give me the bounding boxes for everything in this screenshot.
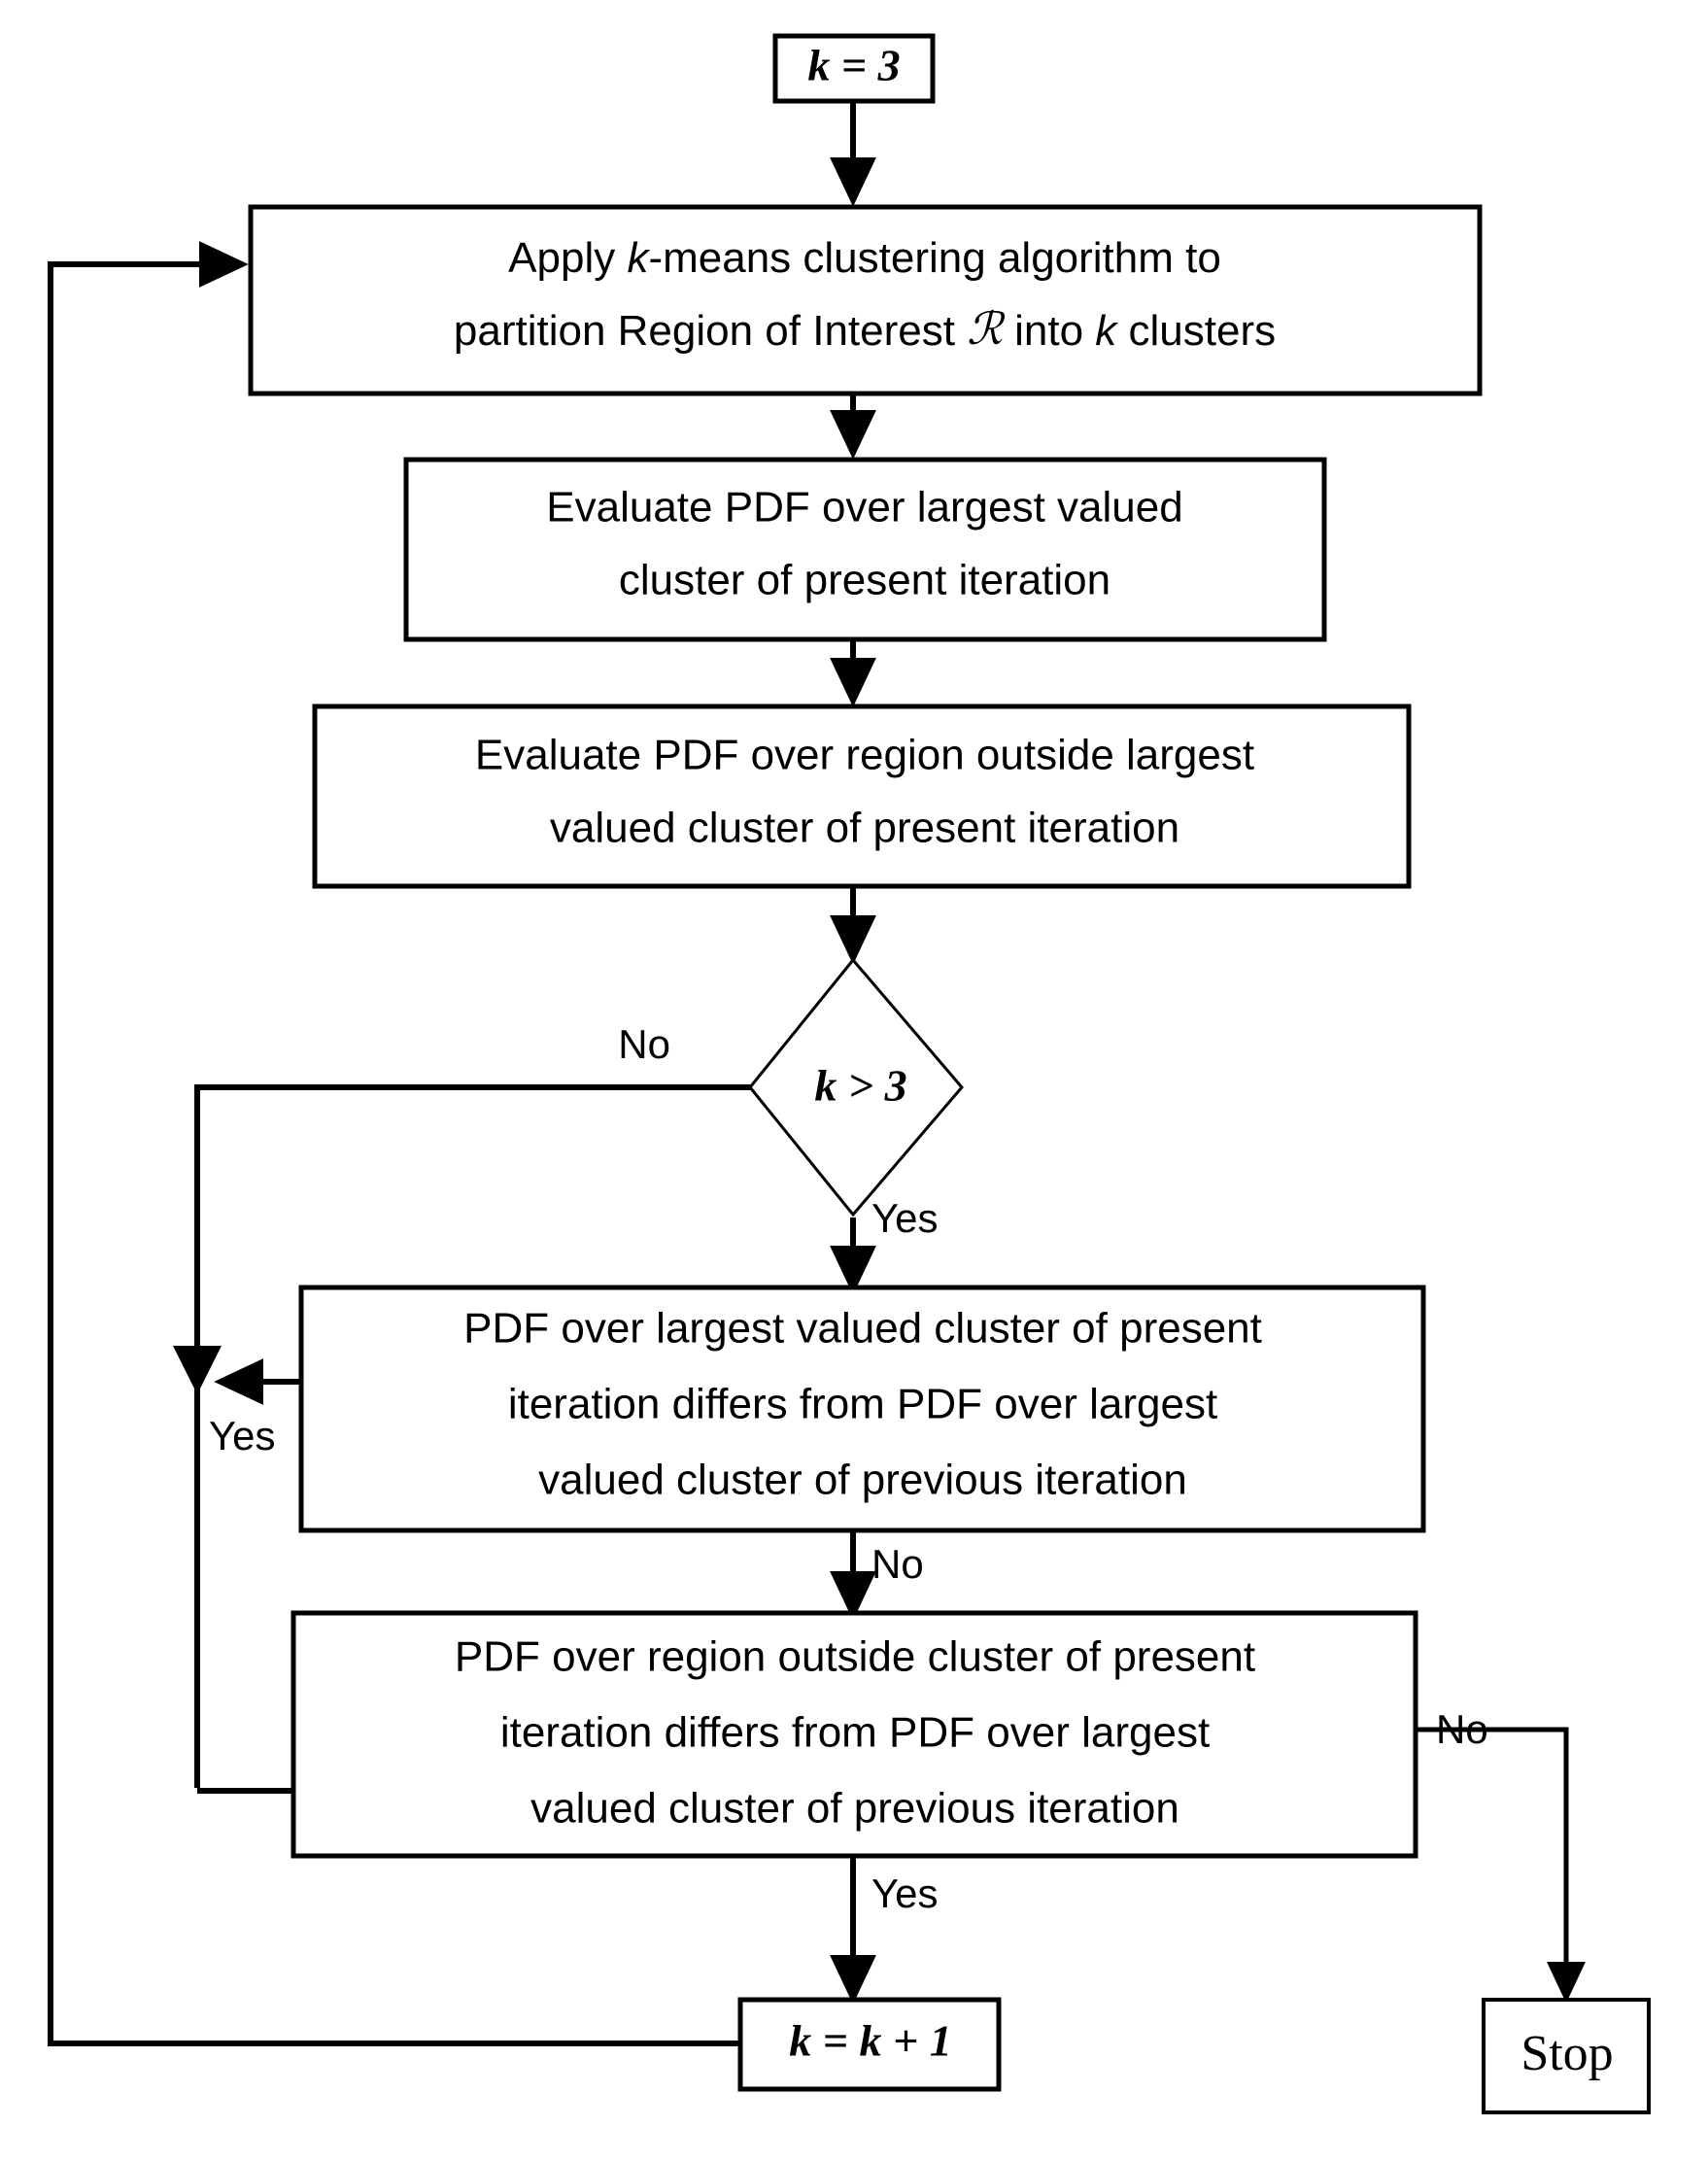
stop-box	[1482, 1998, 1651, 2114]
arrowhead-inner-rail	[173, 1346, 222, 1394]
node-increment-k[interactable]: k = k + 1	[737, 1997, 1002, 2092]
apply-kmeans-line1-k: k	[627, 234, 650, 282]
apply-kmeans-line2-R: ℛ	[967, 304, 1006, 354]
eval-pdf-outside-line2: valued cluster of present iteration	[550, 805, 1179, 852]
node-apply-kmeans[interactable]: Apply k-means clustering algorithm to pa…	[248, 204, 1483, 396]
apply-kmeans-line2-a: partition Region of Interest	[454, 307, 967, 355]
decision-diamond	[748, 957, 964, 1218]
pdf-largest-differs-box	[298, 1285, 1426, 1533]
node-pdf-largest-differs[interactable]: PDF over largest valued cluster of prese…	[298, 1285, 1426, 1533]
node-stop[interactable]: Stop	[1482, 1998, 1651, 2114]
edge-label-outsidediffers-no: No	[1436, 1706, 1488, 1752]
pdf-largest-differs-line3: valued cluster of previous iteration	[538, 1457, 1187, 1504]
eval-pdf-cluster-line1: Evaluate PDF over largest valued	[546, 484, 1182, 532]
pdf-outside-differs-line1: PDF over region outside cluster of prese…	[455, 1633, 1255, 1681]
edge-label-decision-no: No	[618, 1021, 670, 1067]
apply-kmeans-line1-a: Apply	[508, 234, 627, 282]
node-start[interactable]: k = 3	[772, 33, 936, 104]
pdf-outside-differs-box	[290, 1610, 1418, 1859]
edge-label-decision-yes: Yes	[871, 1195, 939, 1241]
node-pdf-outside-differs[interactable]: PDF over region outside cluster of prese…	[290, 1610, 1418, 1859]
edge-decision-no-rail	[194, 1084, 753, 1788]
apply-kmeans-line1-b: -means clustering algorithm to	[648, 234, 1220, 282]
eval-pdf-outside-line1: Evaluate PDF over region outside largest	[475, 732, 1254, 779]
edge-label-largestdiffers-yes: Yes	[209, 1413, 276, 1458]
eval-pdf-cluster-line2: cluster of present iteration	[619, 557, 1110, 604]
eval-pdf-cluster-box	[403, 457, 1327, 642]
eval-pdf-outside-box	[312, 703, 1412, 889]
apply-kmeans-line2-k: k	[1095, 307, 1118, 355]
apply-kmeans-line2-c: clusters	[1116, 307, 1276, 355]
apply-kmeans-line2-b: into	[1003, 307, 1095, 355]
increment-k-box	[737, 1997, 1002, 2092]
stop-label: Stop	[1520, 2026, 1613, 2081]
apply-kmeans-line2: partition Region of Interest ℛ into k cl…	[454, 304, 1276, 355]
pdf-largest-differs-line1: PDF over largest valued cluster of prese…	[463, 1305, 1262, 1353]
increment-k-label: k = k + 1	[789, 2016, 951, 2066]
pdf-outside-differs-line2: iteration differs from PDF over largest	[500, 1709, 1210, 1757]
pdf-outside-differs-line3: valued cluster of previous iteration	[530, 1785, 1179, 1833]
edge-outsidediffers-no-to-stop	[1414, 1727, 1586, 2004]
pdf-largest-differs-line2: iteration differs from PDF over largest	[508, 1381, 1217, 1428]
start-label: k = 3	[807, 41, 900, 90]
decision-label: k > 3	[814, 1061, 906, 1111]
apply-kmeans-line1: Apply k-means clustering algorithm to	[508, 234, 1221, 282]
start-box	[772, 33, 936, 104]
node-eval-pdf-cluster[interactable]: Evaluate PDF over largest valued cluster…	[403, 457, 1327, 642]
apply-kmeans-box	[248, 204, 1483, 396]
node-decision-k-gt-3[interactable]: k > 3	[748, 957, 964, 1218]
edge-label-outsidediffers-yes: Yes	[871, 1870, 939, 1916]
edge-increment-to-apply-loop	[48, 241, 740, 2046]
edge-label-largestdiffers-no: No	[871, 1541, 924, 1587]
node-eval-pdf-outside[interactable]: Evaluate PDF over region outside largest…	[312, 703, 1412, 889]
